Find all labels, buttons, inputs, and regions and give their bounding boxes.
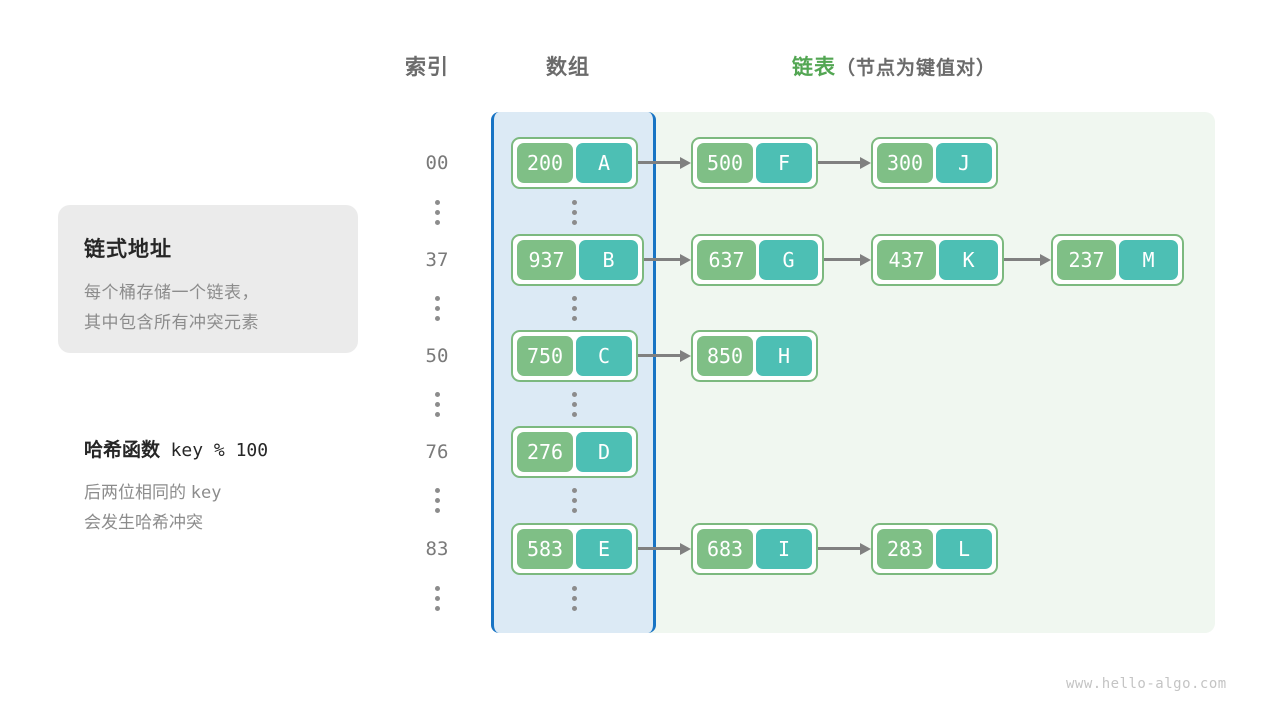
index-ellipsis [430,586,444,611]
node-value-cell: G [759,240,818,280]
hash-function-note: 后两位相同的 key 会发生哈希冲突 [84,478,384,538]
node-value-cell: F [756,143,812,183]
hash-note-line-1-text: 后两位相同的 [84,483,191,502]
node-value-cell: M [1119,240,1178,280]
next-pointer-arrow [638,157,691,169]
node-key-cell: 437 [877,240,936,280]
next-pointer-arrow [1004,254,1051,266]
column-header-linked-list-main: 链表 [792,56,836,79]
node-value-cell: H [756,336,812,376]
bucket-index-label: 00 [425,152,449,174]
node-value-cell: K [939,240,998,280]
bucket-index-label: 76 [425,441,449,463]
node-key-cell: 850 [697,336,753,376]
node-value-cell: A [576,143,632,183]
bucket-index-label: 37 [425,249,449,271]
hash-note-line-1-code: key [190,483,222,503]
node-value-cell: I [756,529,812,569]
next-pointer-arrow [818,157,871,169]
node-key-cell: 637 [697,240,756,280]
index-ellipsis [430,296,444,321]
hash-note-line-1: 后两位相同的 key [84,478,384,508]
info-card-title: 链式地址 [84,238,172,261]
array-ellipsis [567,392,581,417]
column-header-array: 数组 [546,56,590,79]
bucket-index-label: 50 [425,345,449,367]
node-value-cell: L [936,529,992,569]
hash-function-expression: key % 100 [170,440,269,461]
info-card-body-line-2: 其中包含所有冲突元素 [84,313,259,332]
node-key-cell: 937 [517,240,576,280]
node-value-cell: B [579,240,638,280]
next-pointer-arrow [638,543,691,555]
node-key-cell: 283 [877,529,933,569]
node-key-cell: 237 [1057,240,1116,280]
node-value-cell: J [936,143,992,183]
node-value-cell: E [576,529,632,569]
node-key-cell: 683 [697,529,753,569]
node-value-cell: D [576,432,632,472]
next-pointer-arrow [644,254,691,266]
hash-function-title: 哈希函数 key % 100 [84,435,268,462]
node-key-cell: 750 [517,336,573,376]
array-ellipsis [567,488,581,513]
info-card-body: 每个桶存储一个链表， 其中包含所有冲突元素 [84,278,349,338]
array-ellipsis [567,586,581,611]
next-pointer-arrow [824,254,871,266]
hash-function-label: 哈希函数 [84,440,161,461]
node-key-cell: 200 [517,143,573,183]
hash-note-line-2: 会发生哈希冲突 [84,513,203,532]
info-card [58,205,358,353]
next-pointer-arrow [638,350,691,362]
next-pointer-arrow [818,543,871,555]
node-key-cell: 500 [697,143,753,183]
column-header-linked-list: 链表（节点为键值对） [792,51,996,81]
bucket-index-label: 83 [425,538,449,560]
index-ellipsis [430,488,444,513]
array-ellipsis [567,296,581,321]
index-ellipsis [430,200,444,225]
column-header-index: 索引 [405,56,449,79]
watermark: www.hello-algo.com [1066,676,1227,692]
node-value-cell: C [576,336,632,376]
node-key-cell: 583 [517,529,573,569]
array-ellipsis [567,200,581,225]
node-key-cell: 276 [517,432,573,472]
info-card-body-line-1: 每个桶存储一个链表， [84,283,259,302]
index-ellipsis [430,392,444,417]
column-header-linked-list-sub: （节点为键值对） [836,58,997,79]
node-key-cell: 300 [877,143,933,183]
